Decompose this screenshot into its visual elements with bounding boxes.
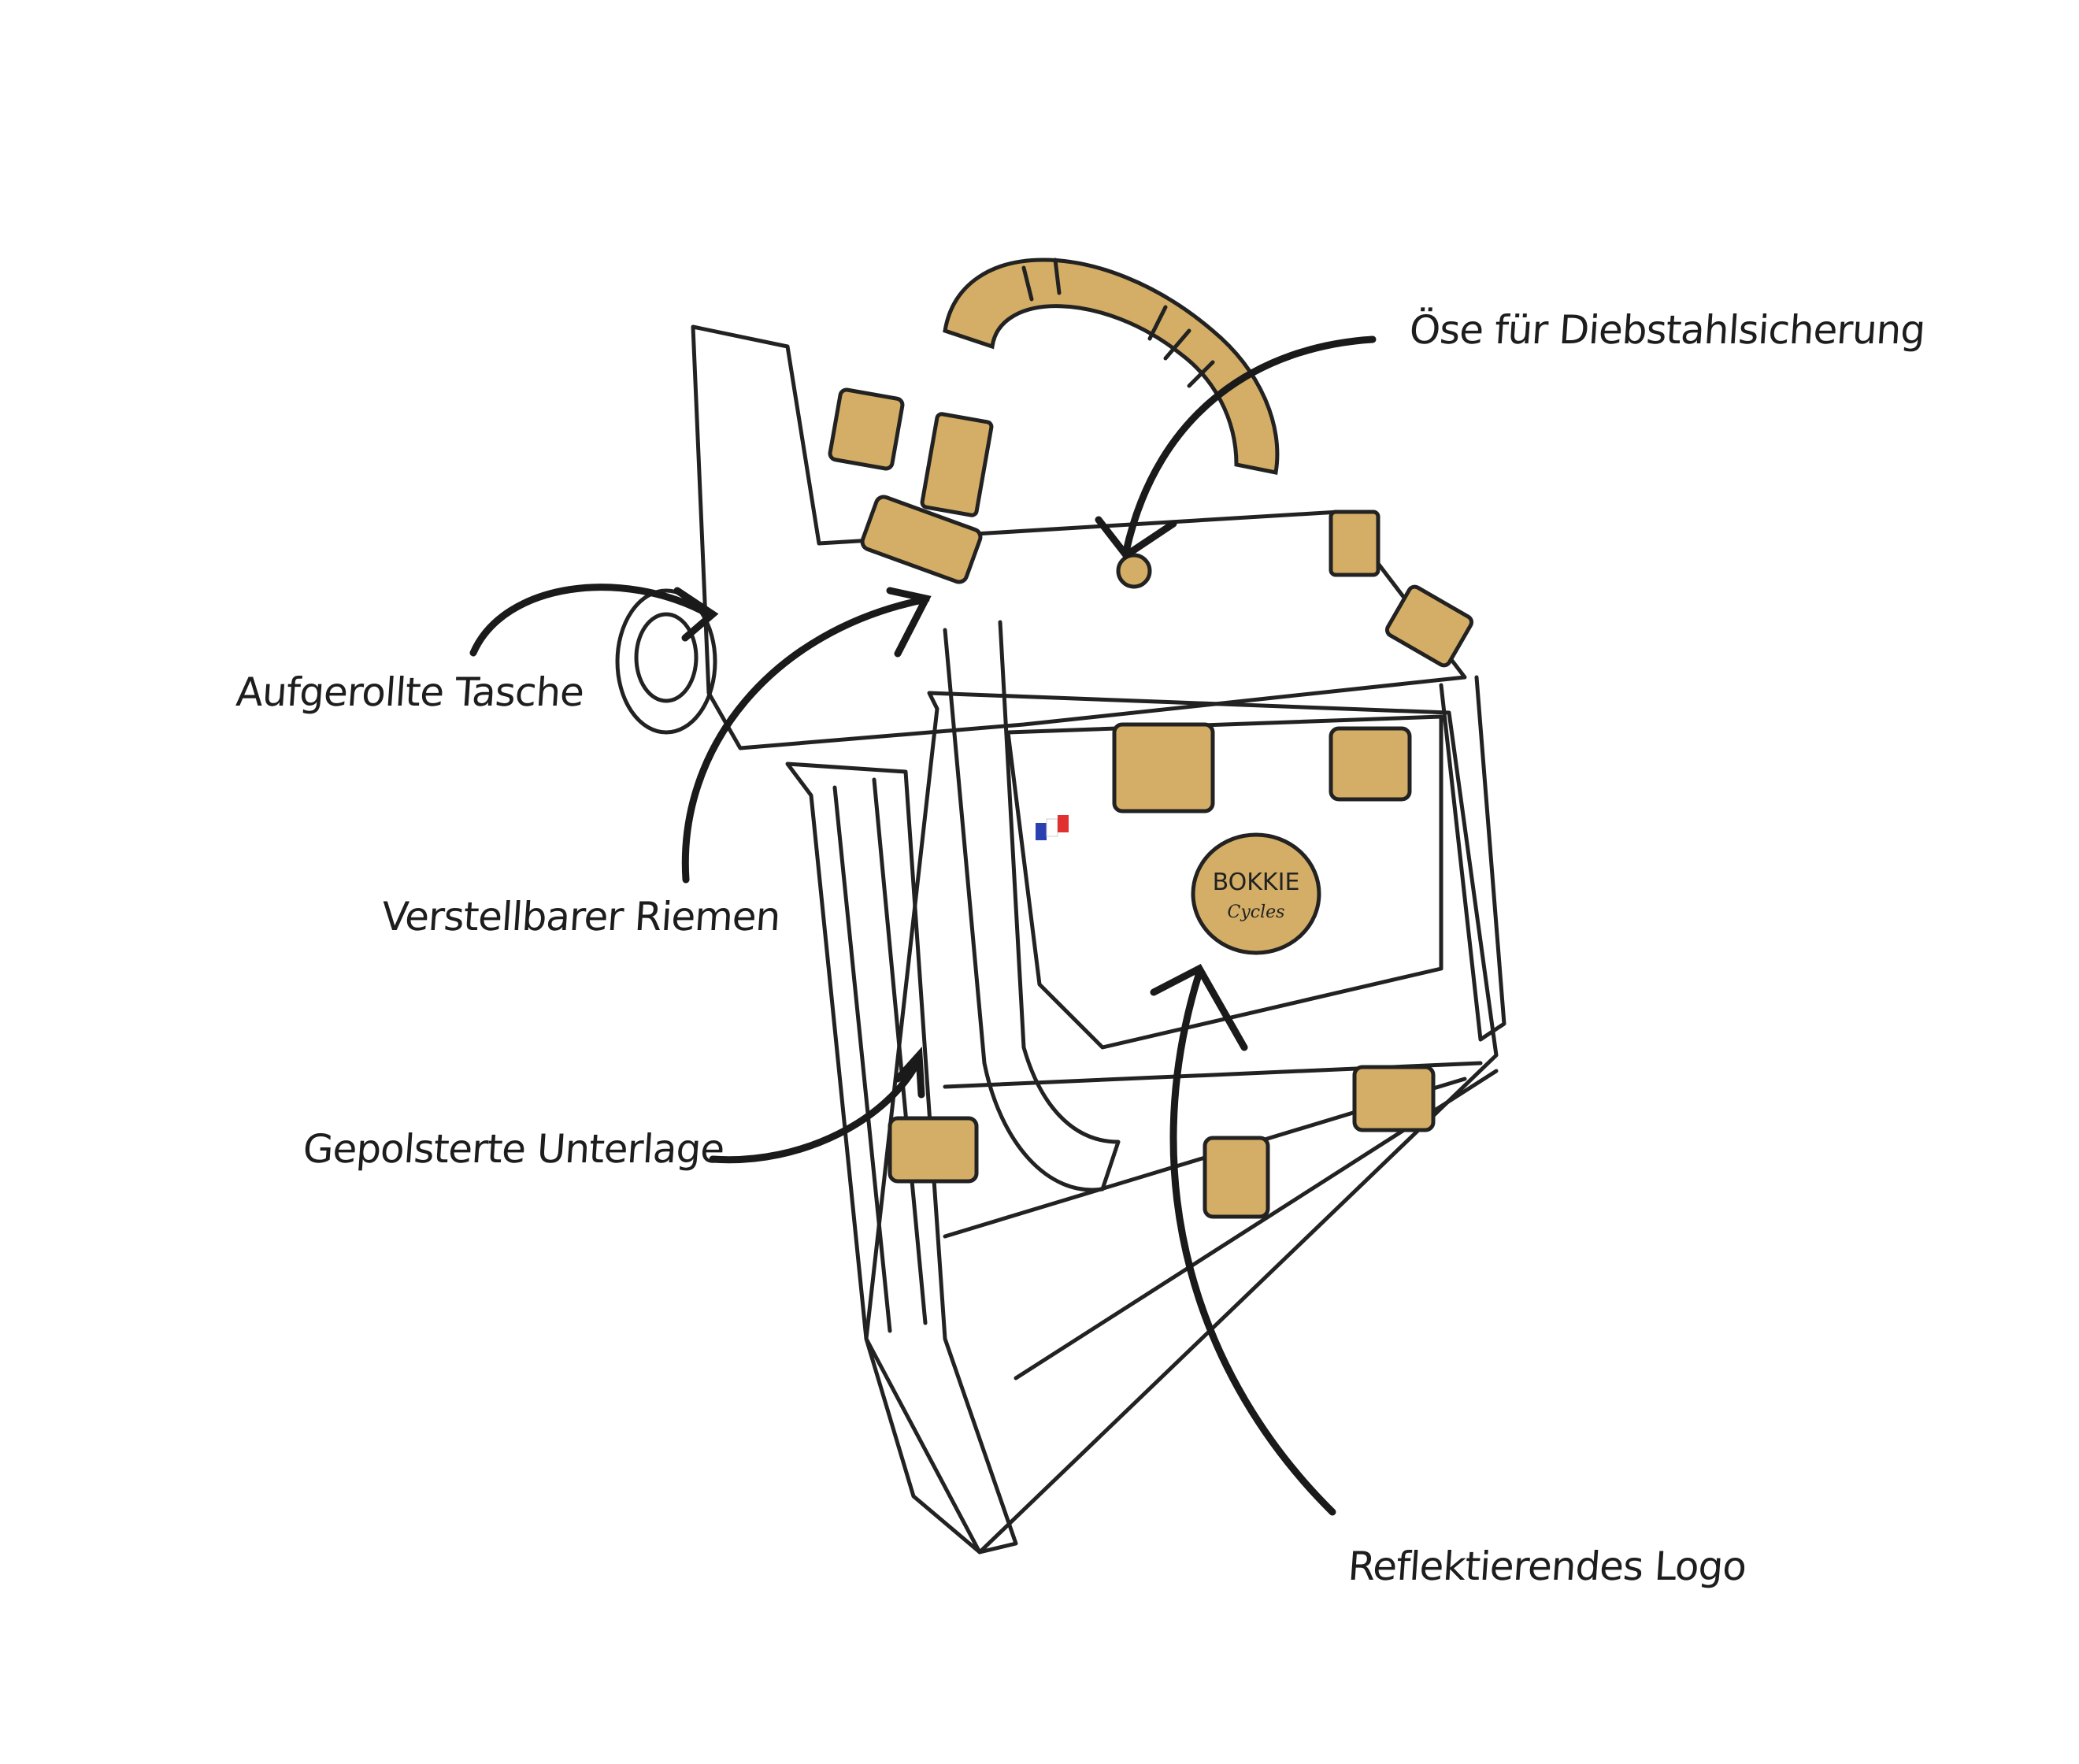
front-flap bbox=[1006, 714, 1443, 1050]
buckle bbox=[1112, 722, 1215, 813]
handle bbox=[943, 258, 1280, 475]
logo-line1: BOKKIE bbox=[1213, 869, 1300, 896]
label-logo: Reflektierendes Logo bbox=[1346, 1544, 1748, 1589]
adjustable-strap bbox=[943, 620, 1121, 1192]
label-rolled-bag: Aufgerollte Tasche bbox=[234, 669, 586, 715]
label-eyelet: Öse für Diebstahlsicherung bbox=[1407, 307, 1927, 353]
rolled-bag-end bbox=[615, 588, 717, 735]
buckle bbox=[828, 387, 905, 471]
arrow-rolled-bag bbox=[469, 584, 719, 657]
padded-back-panel bbox=[785, 762, 1018, 1555]
arrow-logo bbox=[1150, 964, 1336, 1516]
arrow-padding bbox=[709, 1046, 925, 1164]
buckle bbox=[1329, 726, 1412, 802]
logo-line2: Cycles bbox=[1228, 902, 1285, 922]
anti-theft-eyelet bbox=[1116, 553, 1152, 589]
buckle bbox=[1384, 584, 1474, 668]
buckle bbox=[1329, 510, 1380, 577]
buckle bbox=[1203, 1136, 1270, 1219]
buckle bbox=[860, 495, 983, 584]
label-padding: Gepolsterte Unterlage bbox=[301, 1126, 726, 1172]
label-strap: Verstellbarer Riemen bbox=[380, 894, 782, 939]
buckle bbox=[920, 412, 994, 517]
buckle bbox=[1352, 1065, 1436, 1132]
bag-body bbox=[864, 691, 1499, 1555]
roll-top bbox=[691, 324, 1467, 750]
bokkie-logo: BOKKIE Cycles bbox=[1191, 832, 1321, 955]
arrow-strap bbox=[681, 587, 932, 884]
buckle bbox=[888, 1116, 979, 1184]
arrow-eyelet bbox=[1095, 335, 1377, 561]
french-flag-tag bbox=[1036, 815, 1069, 840]
